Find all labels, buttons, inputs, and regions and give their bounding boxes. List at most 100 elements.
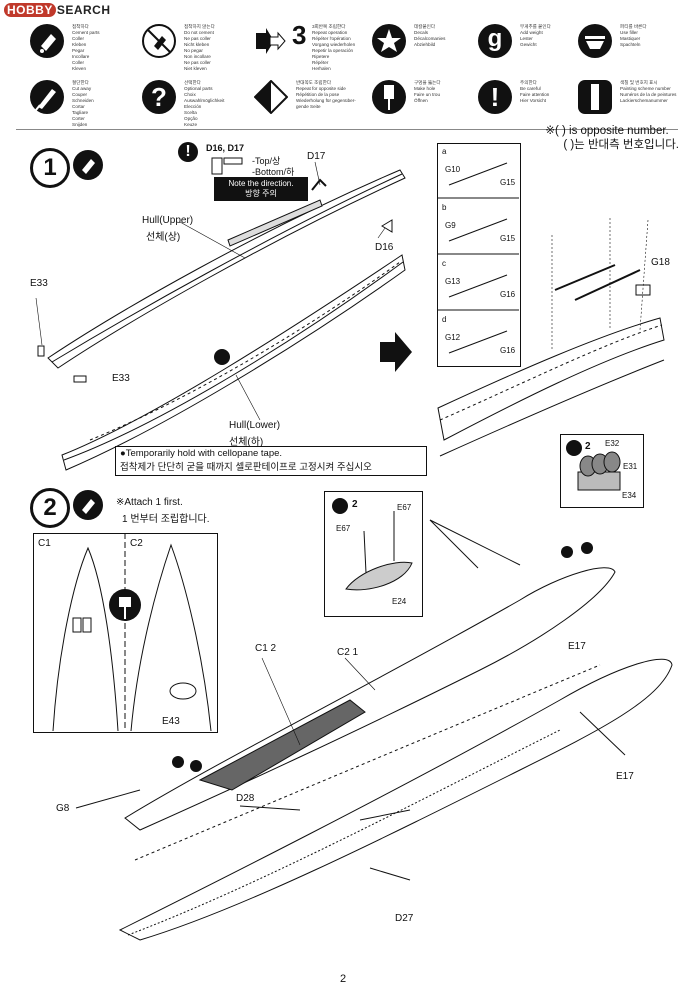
part-label-e33-bottom: E33 [112, 373, 130, 384]
drill-icon [566, 440, 582, 456]
cement-icon [73, 490, 103, 520]
part-tag-c1: C1 2 [255, 643, 277, 654]
attach-first-en: ※Attach 1 first. [116, 497, 183, 508]
part-tag-c2: C2 1 [337, 647, 359, 658]
part-label-d28: D28 [236, 793, 255, 804]
crate-count: 2 [585, 441, 591, 452]
legend-item-cement: 접착하다 Cement parts Coller Kleben Pegar In… [18, 18, 183, 74]
tape-note-en: ●Temporarily hold with cellopane tape. [120, 448, 283, 459]
repeat-count: 3 [292, 20, 307, 50]
sub-d-letter: d [442, 315, 447, 324]
direction-note-en: Note the direction. [228, 179, 294, 188]
hull-upper-en: Hull(Upper) [142, 215, 194, 226]
opposite-note-en: ※( ) is opposite number. [545, 125, 669, 137]
crate-drawing [560, 434, 642, 506]
symbol-legend: 접착하다 Cement parts Coller Kleben Pegar In… [18, 18, 678, 130]
attention-icon: ! [178, 142, 198, 162]
boat-part-e67b: E67 [397, 503, 412, 512]
legend-text: 퍼티를 바른다 Use filler Mastiquer Spachteln [620, 24, 647, 47]
boat-drawing [324, 491, 421, 615]
sub-c-left: G13 [445, 277, 461, 286]
sub-d-right: G16 [500, 346, 516, 355]
part-direction-diagram [208, 156, 246, 176]
hull-lower-en: Hull(Lower) [229, 420, 281, 431]
optional-icon: ? [142, 80, 176, 114]
legend-text: 3회반복 조립한다 Repeat operation Répéter l'opé… [312, 24, 356, 71]
sub-b-right: G15 [500, 234, 516, 243]
legend-text: 반대쪽도 조립한다 Repeat for opposite side Répét… [296, 80, 356, 109]
legend-text: 절단한다 Cut away Couper Schneiden Cortar Ta… [72, 80, 94, 127]
sub-c-right: G16 [500, 290, 516, 299]
legend-divider [16, 129, 678, 130]
boat-part-e67a: E67 [336, 524, 351, 533]
label-c1: C1 [38, 538, 51, 549]
part-label-e43: E43 [162, 716, 180, 727]
legend-text: 선택한다 Optional parts Choix Auswahlmöglich… [184, 80, 225, 127]
legend-item-optional: ? 선택한다 Optional parts Choix Auswahlmögli… [130, 74, 295, 130]
drill-icon [372, 80, 406, 114]
attention-icon: ! [478, 80, 512, 114]
part-label-d16: D16 [375, 242, 394, 253]
subassembly-drawings [437, 143, 519, 365]
cement-icon [73, 150, 103, 180]
legend-item-no-cement: 접착하지 않는다 Do not cement Ne pas coller Nic… [130, 18, 295, 74]
legend-item-paint: 색칠 및 번호지 표시 Painting scheme number Numér… [566, 74, 693, 130]
legend-text: 무게추를 붙인다 Add weight Lester Gewicht [520, 24, 551, 47]
legend-text: 색칠 및 번호지 표시 Painting scheme number Numér… [620, 80, 677, 103]
opposite-icon [254, 80, 288, 114]
boat-count: 2 [352, 499, 358, 510]
direction-note: Note the direction.방향 주의 [214, 177, 308, 201]
logo-hobby: HOBBY [4, 3, 56, 17]
drill-icon [332, 498, 348, 514]
tape-note-ko: 접착제가 단단히 굳을 때까지 셀로판테이프로 고정시켜 주십시오 [120, 462, 372, 473]
cement-icon [30, 24, 64, 58]
part-label-g18: G18 [651, 257, 670, 268]
step-1-number: 1 [30, 148, 70, 188]
crate-detail-panel [560, 434, 644, 508]
crate-part-e32: E32 [605, 439, 620, 448]
bottom-label: -Bottom/하 [252, 167, 295, 177]
attention-parts: D16, D17 [206, 143, 245, 153]
sub-c-letter: c [442, 259, 446, 268]
legend-item-weight: g 무게추를 붙인다 Add weight Lester Gewicht [466, 18, 631, 74]
sub-b-left: G9 [445, 221, 456, 230]
legend-text: 구멍을 뚫는다 Make hole Faire un trou Öffnen [414, 80, 441, 103]
sub-d-left: G12 [445, 333, 461, 342]
legend-text: 데칼붙인다 Decals Décalcomanies Abziehbild [414, 24, 446, 47]
hull-lower-ko: 선체(하) [229, 437, 264, 448]
deck-detail-drawing [33, 533, 216, 731]
legend-item-decal: 데칼붙인다 Decals Décalcomanies Abziehbild [360, 18, 525, 74]
part-label-e33-left: E33 [30, 278, 48, 289]
opposite-number-note: ※( ) is opposite number. ( )는 반대측 번호입니다. [545, 124, 679, 152]
part-label-e17-top: E17 [568, 641, 586, 652]
legend-item-filler: 퍼티를 바른다 Use filler Mastiquer Spachteln [566, 18, 693, 74]
legend-item-attention: ! 주의한다 Be careful Faire attention Hier V… [466, 74, 631, 130]
weight-icon: g [478, 24, 512, 58]
logo-search: SEARCH [56, 3, 111, 17]
label-c2: C2 [130, 538, 143, 549]
legend-text: 접착하지 않는다 Do not cement Ne pas coller Nic… [184, 24, 215, 71]
part-label-d27: D27 [395, 913, 414, 924]
paint-icon [578, 80, 612, 114]
sub-a-letter: a [442, 147, 447, 156]
cut-icon [30, 80, 64, 114]
filler-icon [578, 24, 612, 58]
sub-b-letter: b [442, 203, 447, 212]
legend-text: 주의한다 Be careful Faire attention Hier Vor… [520, 80, 550, 103]
crate-part-e31: E31 [623, 462, 638, 471]
hull-upper-ko: 선체(상) [146, 232, 181, 243]
part-label-d17: D17 [307, 151, 326, 162]
attach-first-ko: 1 번부터 조립합니다. [122, 514, 210, 525]
legend-item-drill: 구멍을 뚫는다 Make hole Faire un trou Öffnen [360, 74, 525, 130]
opposite-note-ko: ( )는 반대측 번호입니다. [563, 139, 679, 151]
boat-part-e24: E24 [392, 597, 407, 606]
direction-note-ko: 방향 주의 [245, 189, 277, 198]
sub-a-left: G10 [445, 165, 461, 174]
sub-a-right: G15 [500, 178, 516, 187]
legend-item-repeat: 3 3회반복 조립한다 Repeat operation Répéter l'o… [242, 18, 407, 74]
tape-note: ●Temporarily hold with cellopane tape. 접… [115, 446, 427, 476]
